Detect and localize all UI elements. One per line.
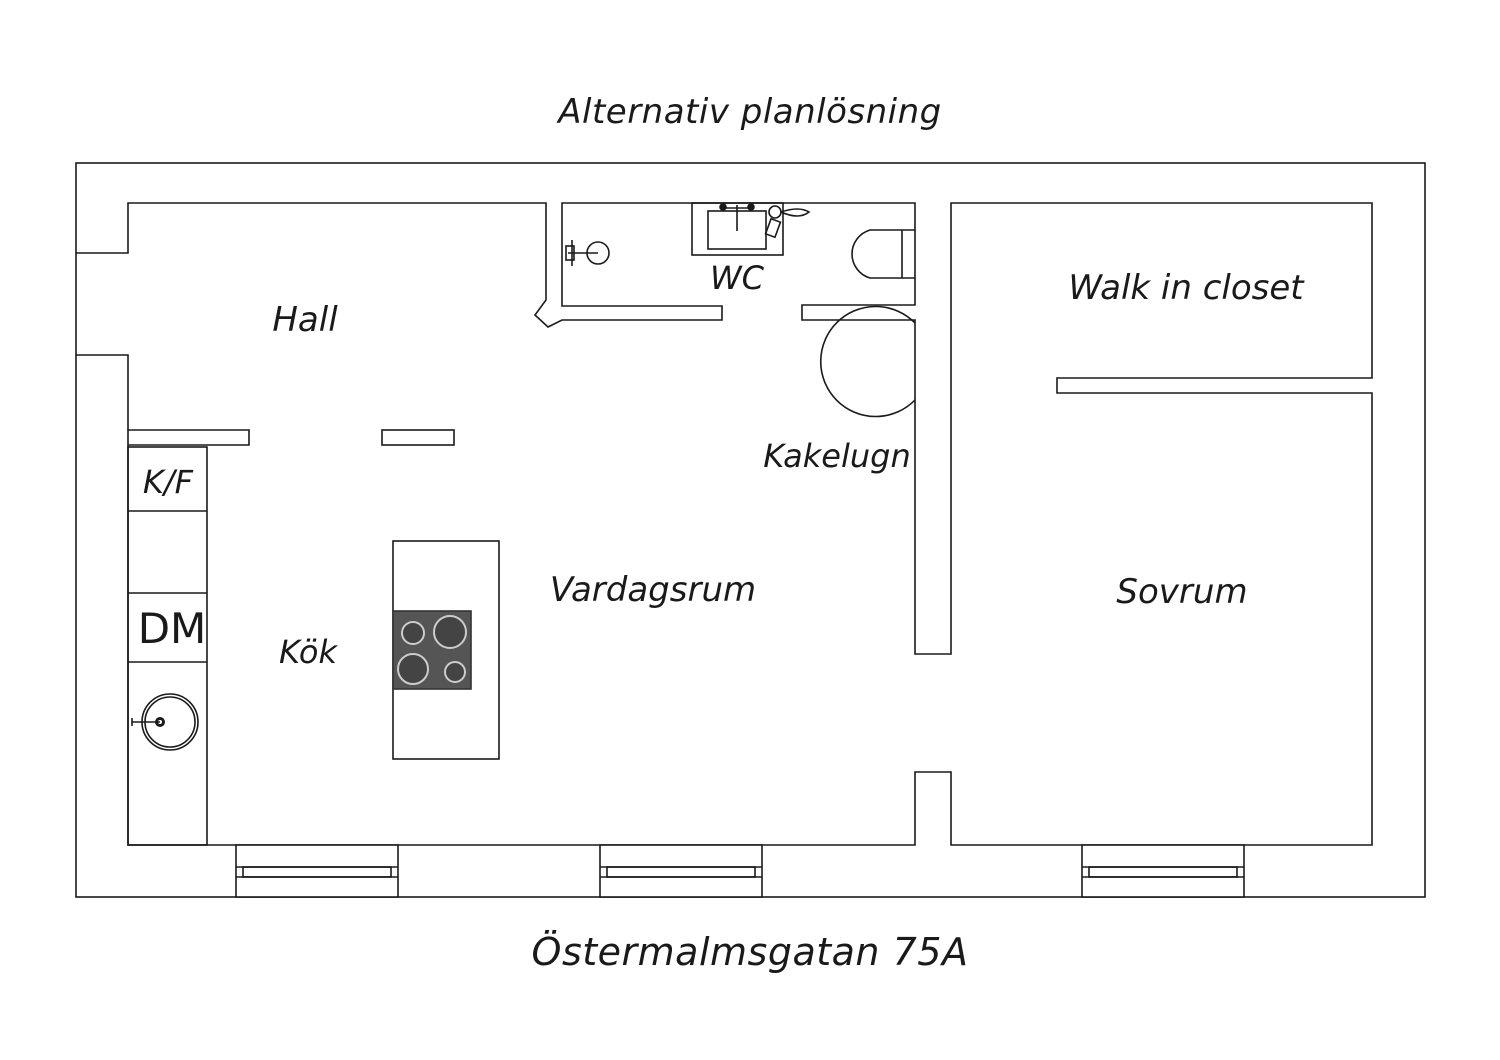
window <box>1081 844 1245 898</box>
appliance-label-fridge-freezer: K/F <box>143 463 194 501</box>
room-label-sovrum: Sovrum <box>1116 572 1247 612</box>
kitchen-counter <box>127 446 208 846</box>
wc-sink-cabinet <box>691 202 784 256</box>
kitchen-island <box>392 540 500 760</box>
plan-title: Alternativ planlösning <box>558 92 942 132</box>
room-label-kok: Kök <box>279 633 338 671</box>
burner <box>444 661 466 683</box>
window <box>599 844 763 898</box>
wc-toilet <box>851 229 915 279</box>
burner <box>397 653 429 685</box>
windows <box>235 844 1245 898</box>
room-label-kakelugn: Kakelugn <box>763 437 910 475</box>
wc-fixtures <box>565 202 915 279</box>
plan-address: Östermalmsgatan 75A <box>531 930 969 974</box>
room-label-walk-in-closet: Walk in closet <box>1068 268 1305 308</box>
interior-walls-main <box>76 202 1373 846</box>
burner <box>433 615 467 649</box>
appliance-label-dishwasher: DM <box>138 604 207 653</box>
wall-fragment <box>381 429 455 446</box>
room-label-hall: Hall <box>272 300 338 340</box>
room-label-vardagsrum: Vardagsrum <box>550 570 756 610</box>
window <box>235 844 399 898</box>
burner <box>401 621 425 645</box>
room-label-wc: WC <box>710 259 765 297</box>
kakelugn-stove <box>820 305 916 418</box>
entrance-wall <box>76 354 129 430</box>
